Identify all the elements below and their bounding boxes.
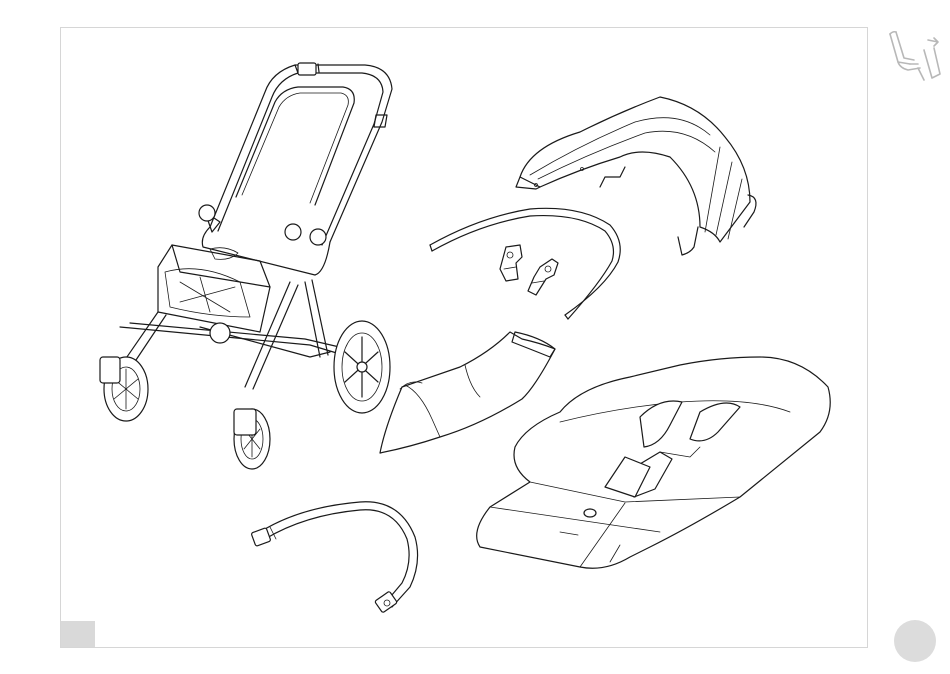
stroller-seat-transfer-icon [884,28,944,84]
page-indicator-circle [894,620,936,662]
canopy-wire [430,208,620,319]
seat-cushion [477,357,831,568]
canopy-clip-right [528,259,558,295]
stroller-frame [100,63,392,469]
foot-cover [380,332,555,453]
page-number-tab [61,621,95,647]
sun-canopy [516,97,756,255]
bumper-bar [251,502,417,613]
canopy-clip-left [500,245,522,281]
parts-illustration [60,27,868,648]
